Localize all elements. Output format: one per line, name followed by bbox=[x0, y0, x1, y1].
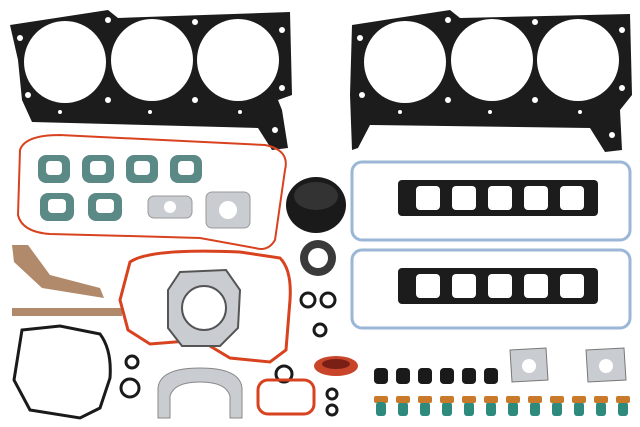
intake-manifold-gasket-upper bbox=[398, 180, 598, 216]
oil-pan-gasket bbox=[118, 249, 292, 364]
seal-retainer-gasket bbox=[157, 367, 243, 419]
cylinder-head-gasket-right bbox=[350, 10, 632, 152]
intake-manifold-gasket-lower bbox=[398, 268, 598, 304]
round-cover bbox=[286, 177, 346, 233]
valve-cover-gasket-right-upper bbox=[350, 160, 632, 242]
o-rings bbox=[119, 291, 339, 417]
timing-cover-gasket bbox=[167, 268, 242, 347]
cork-strip-flat bbox=[12, 308, 122, 316]
steel-thermostat-gaskets bbox=[147, 191, 251, 229]
cylinder-head-gasket-left bbox=[10, 10, 292, 150]
valve-cover-gasket-right-lower bbox=[350, 248, 632, 330]
front-cover-gasket bbox=[12, 324, 112, 420]
cork-strip-angled bbox=[12, 245, 104, 298]
valve-stem-seals-teal bbox=[374, 396, 630, 416]
egr-gaskets bbox=[509, 347, 627, 383]
rear-main-seal bbox=[314, 356, 358, 376]
valve-cover-gasket-left bbox=[16, 133, 287, 250]
oil-pump-gasket bbox=[256, 378, 316, 416]
timing-cover-seal bbox=[300, 240, 336, 276]
valve-stem-seals-black bbox=[374, 368, 498, 384]
